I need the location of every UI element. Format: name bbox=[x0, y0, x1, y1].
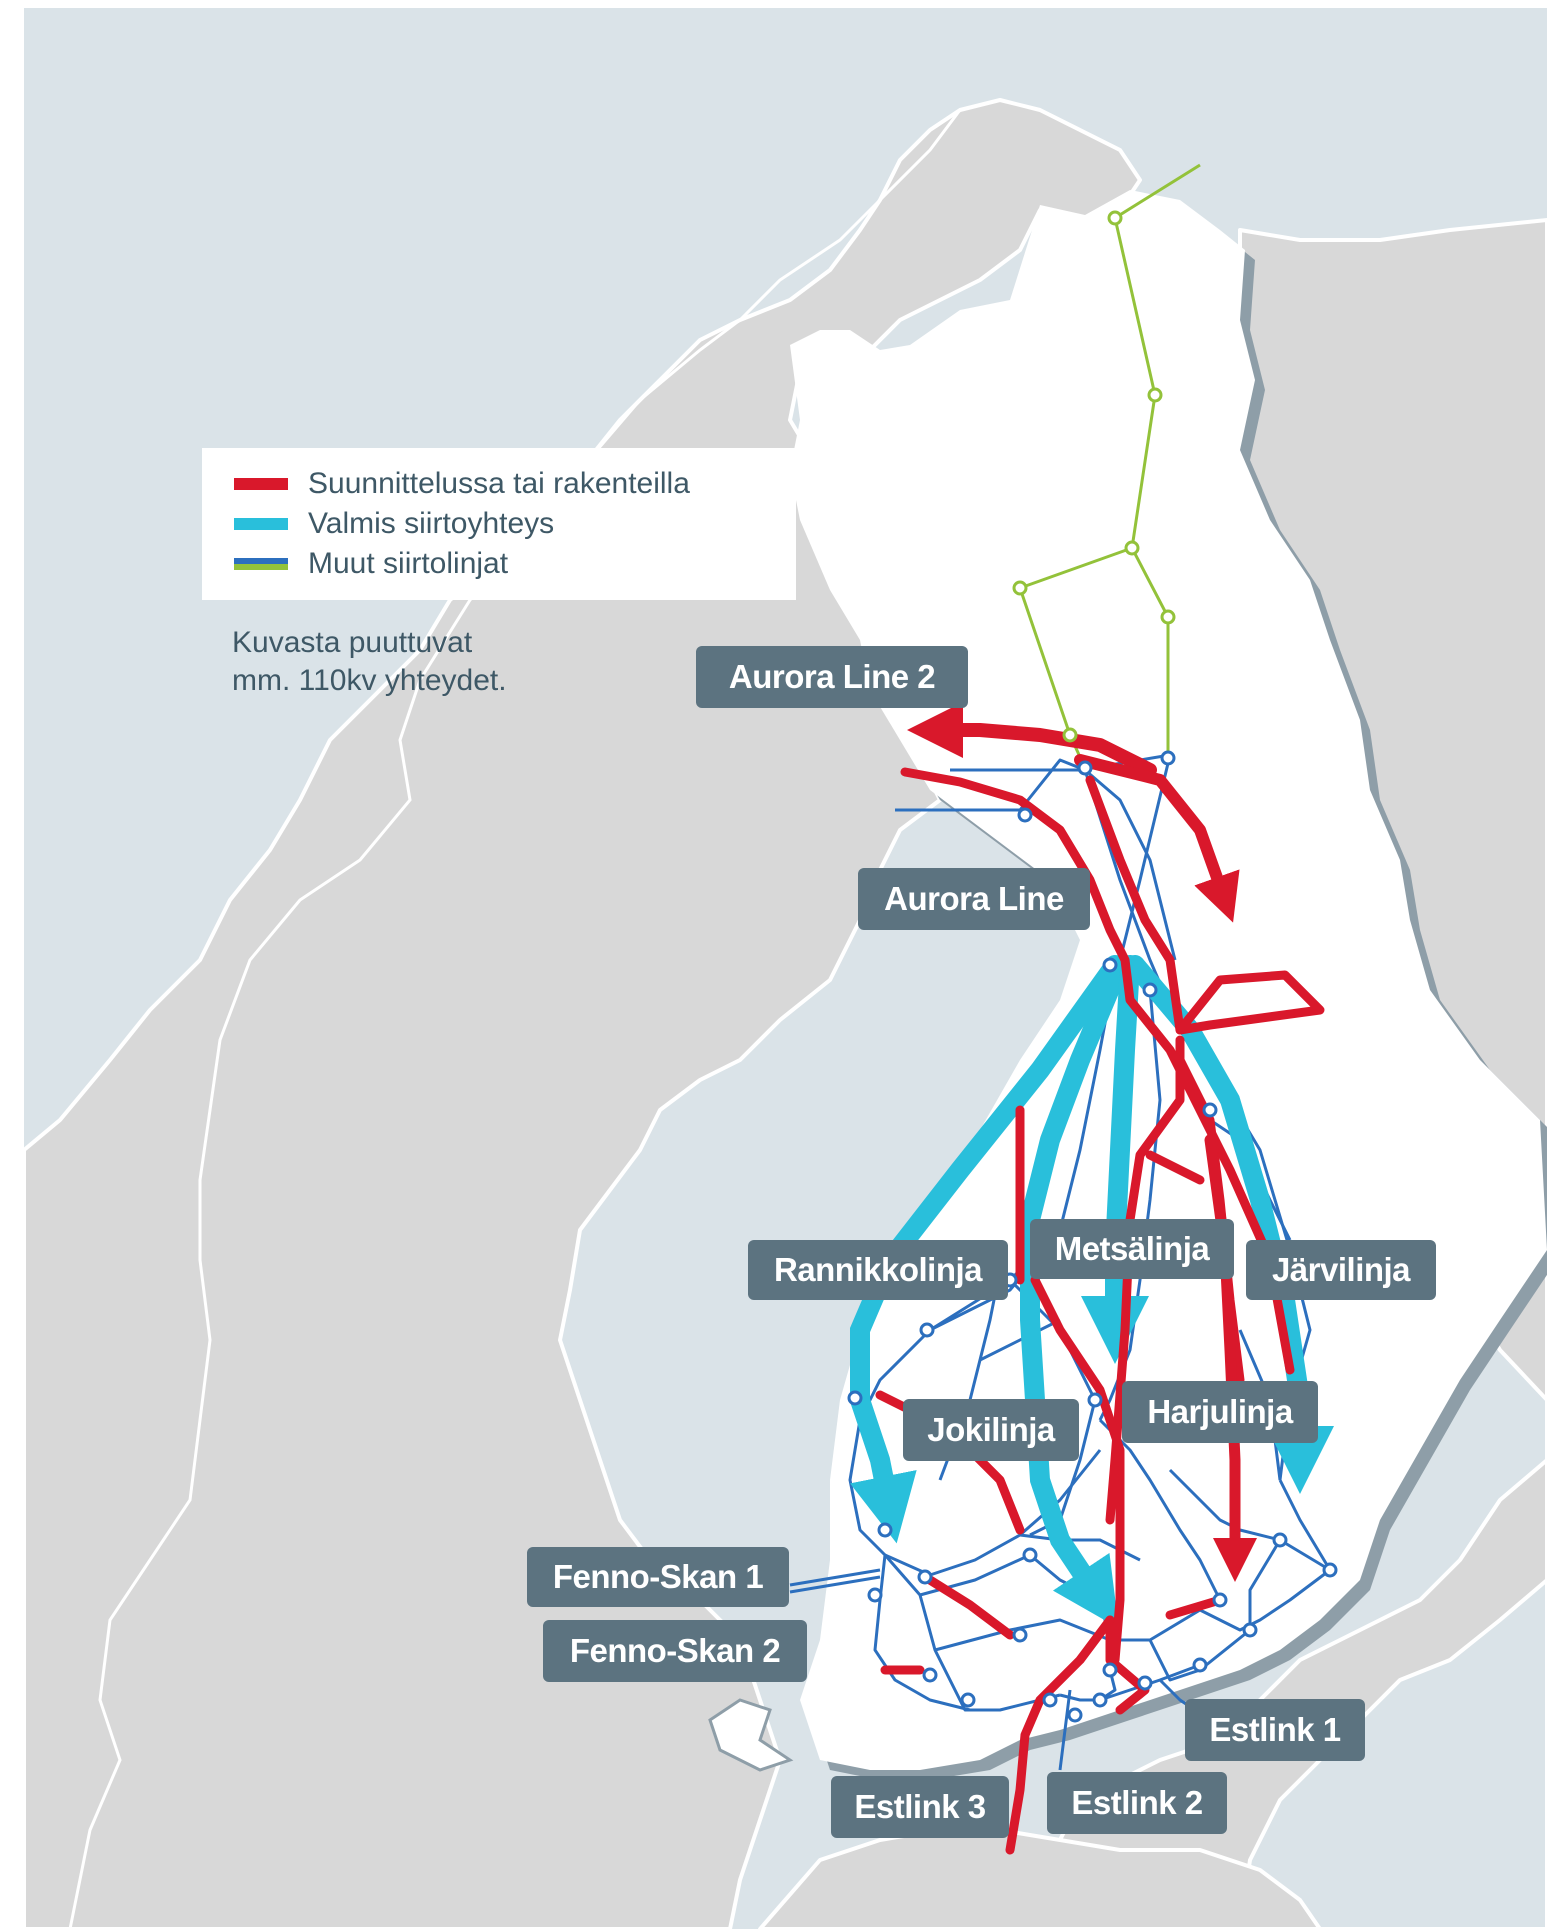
label-aurora-line: Aurora Line bbox=[858, 868, 1090, 930]
label-estlink-3: Estlink 3 bbox=[831, 1776, 1009, 1838]
archipelago bbox=[860, 1700, 910, 1735]
label-estlink-1: Estlink 1 bbox=[1185, 1699, 1365, 1761]
note-line-1: Kuvasta puuttuvat bbox=[232, 626, 473, 659]
note-line-2: mm. 110kv yhteydet. bbox=[232, 664, 507, 697]
label-jarvilinja: Järvilinja bbox=[1246, 1240, 1436, 1300]
legend-item-other: Muut siirtolinjat bbox=[234, 546, 508, 582]
label-rannikkolinja: Rannikkolinja bbox=[748, 1240, 1008, 1300]
norway-sweden-border bbox=[68, 109, 962, 1929]
label-estlink-2: Estlink 2 bbox=[1047, 1772, 1227, 1834]
estonia-land bbox=[758, 1828, 1322, 1929]
planned-swatch bbox=[234, 478, 288, 490]
legend-label-existing: Valmis siirtoyhteys bbox=[308, 507, 555, 540]
label-fenno-skan-1: Fenno-Skan 1 bbox=[527, 1547, 789, 1607]
other-lines-swatch bbox=[234, 558, 288, 570]
network-nodes bbox=[847, 750, 1338, 1723]
northern-lines bbox=[1018, 163, 1201, 769]
map-note: Kuvasta puuttuvat mm. 110kv yhteydet. bbox=[232, 624, 612, 700]
label-harjulinja: Harjulinja bbox=[1122, 1381, 1318, 1443]
aurora-feeders bbox=[895, 768, 1080, 812]
label-fenno-skan-2: Fenno-Skan 2 bbox=[543, 1620, 807, 1682]
label-aurora-line-2: Aurora Line 2 bbox=[696, 646, 968, 708]
existing-swatch bbox=[234, 518, 288, 530]
legend: Suunnittelussa tai rakenteilla Valmis si… bbox=[202, 448, 796, 600]
legend-item-existing: Valmis siirtoyhteys bbox=[234, 506, 554, 542]
label-jokilinja: Jokilinja bbox=[903, 1399, 1079, 1461]
legend-item-planned: Suunnittelussa tai rakenteilla bbox=[234, 466, 690, 502]
legend-label-other: Muut siirtolinjat bbox=[308, 547, 509, 580]
label-metsalinja: Metsälinja bbox=[1030, 1219, 1234, 1279]
aland-islands bbox=[708, 1698, 794, 1772]
northern-nodes bbox=[1012, 210, 1176, 743]
legend-label-planned: Suunnittelussa tai rakenteilla bbox=[308, 467, 690, 500]
